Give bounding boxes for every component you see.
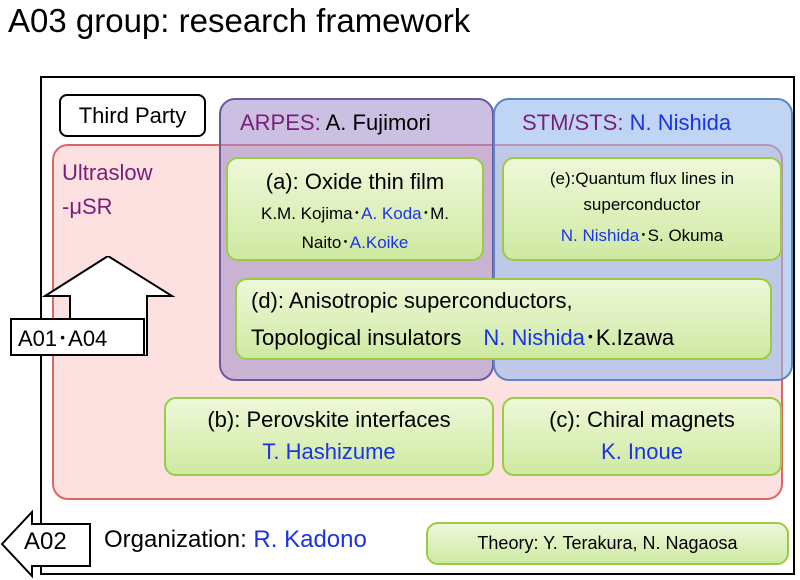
- box-a-person: K.M. Kojima: [260, 204, 353, 223]
- box-a-person-part: M.: [430, 204, 450, 223]
- box-a-people-line2: Naito･A.Koike: [228, 228, 482, 253]
- box-d-line1: (d): Anisotropic superconductors,: [251, 288, 573, 313]
- organization-label: Organization:: [104, 526, 247, 553]
- arrow-left-icon: [0, 510, 91, 578]
- separator: ･: [341, 233, 350, 252]
- arpes-person: A. Fujimori: [325, 110, 431, 135]
- box-d-person: K.Izawa: [595, 325, 675, 350]
- arrow-up-label: A01･A04: [10, 318, 145, 356]
- box-d-person: N. Nishida: [483, 325, 585, 350]
- box-quantum-flux-lines: (e):Quantum flux lines in superconductor…: [502, 157, 782, 261]
- box-e-line2: superconductor: [583, 195, 701, 214]
- box-e-person: N. Nishida: [560, 226, 640, 245]
- separator: ･: [639, 226, 648, 245]
- organization-line: Organization: R. Kadono: [104, 526, 367, 554]
- arrow-left-label: A02: [24, 528, 67, 555]
- box-a-title: (a): Oxide thin film: [265, 169, 445, 194]
- box-d-topic: Topological insulators: [251, 325, 462, 350]
- arpes-method: ARPES:: [240, 110, 321, 135]
- box-e-people: N. Nishida･S. Okuma: [504, 221, 780, 246]
- box-a-person: A.Koike: [349, 233, 409, 252]
- organization-person: R. Kadono: [253, 526, 367, 553]
- musr-line2: -μSR: [62, 194, 113, 219]
- box-a-person-part: Naito: [301, 233, 342, 252]
- box-oxide-thin-film: (a): Oxide thin film K.M. Kojima･A. Koda…: [226, 157, 484, 261]
- separator: ･: [584, 325, 596, 350]
- box-a-person: A. Koda: [361, 204, 422, 223]
- box-d-line2: Topological insulators N. Nishida･K.Izawa: [251, 320, 770, 352]
- box-c-title: (c): Chiral magnets: [549, 407, 735, 432]
- third-party-label: Third Party: [59, 94, 206, 137]
- stm-method: STM/STS:: [522, 110, 624, 135]
- box-a-people-line1: K.M. Kojima･A. Koda･M.: [228, 199, 482, 224]
- stm-heading: STM/STS: N. Nishida: [522, 110, 731, 136]
- musr-line1: Ultraslow: [62, 160, 153, 185]
- box-b-person: T. Hashizume: [262, 439, 396, 464]
- separator: ･: [352, 204, 362, 223]
- box-c-person: K. Inoue: [601, 439, 683, 464]
- page-title: A03 group: research framework: [8, 2, 471, 39]
- box-b-title: (b): Perovskite interfaces: [207, 407, 451, 432]
- separator: ･: [421, 204, 431, 223]
- box-anisotropic-superconductors: (d): Anisotropic superconductors, Topolo…: [235, 278, 772, 360]
- box-perovskite-interfaces: (b): Perovskite interfaces T. Hashizume: [164, 397, 494, 476]
- box-e-person: S. Okuma: [647, 226, 724, 245]
- stm-person: N. Nishida: [629, 110, 732, 135]
- box-e-line1: (e):Quantum flux lines in: [549, 169, 735, 188]
- theory-box: Theory: Y. Terakura, N. Nagaosa: [426, 522, 789, 565]
- box-chiral-magnets: (c): Chiral magnets K. Inoue: [502, 397, 782, 476]
- musr-heading: Ultraslow -μSR: [62, 156, 152, 224]
- arpes-heading: ARPES: A. Fujimori: [240, 110, 431, 136]
